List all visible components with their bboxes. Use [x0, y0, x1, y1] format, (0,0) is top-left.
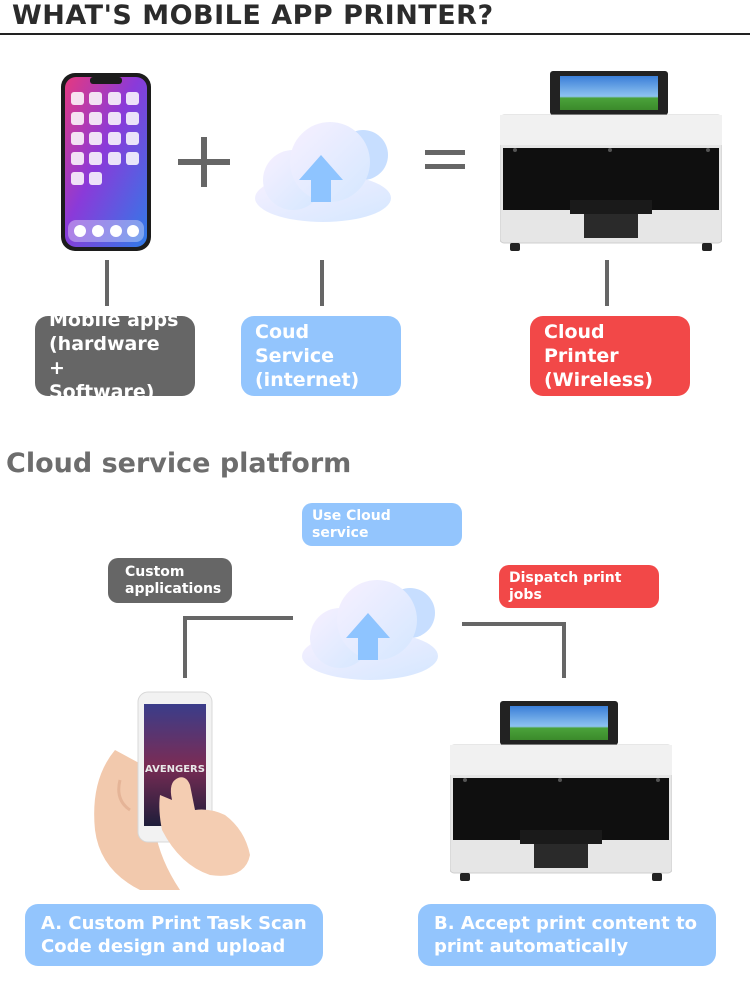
- plus-icon: [178, 137, 230, 187]
- printer-icon: [500, 70, 722, 252]
- use-cloud-service-pill: Use Cloud service: [302, 503, 462, 546]
- connector-line: [605, 260, 609, 306]
- custom-print-task-label: A. Custom Print Task Scan Code design an…: [25, 904, 323, 966]
- cloud-printer-label: Cloud Printer (Wireless): [530, 316, 690, 396]
- pill-text: Use Cloud service: [312, 507, 391, 541]
- page-title: WHAT'S MOBILE APP PRINTER?: [12, 0, 494, 31]
- box-line: B. Accept print content to: [434, 913, 697, 934]
- title-underline: [0, 33, 750, 35]
- equals-icon: [425, 150, 465, 170]
- connector-line: [105, 260, 109, 306]
- box-line: A. Custom Print Task Scan: [41, 913, 307, 934]
- custom-applications-pill: Custom applications: [108, 558, 232, 603]
- box-line: Mobile apps: [49, 309, 179, 331]
- connector-line: [320, 260, 324, 306]
- printer-icon: [450, 700, 672, 882]
- pill-text: Custom: [125, 563, 185, 580]
- box-line: Cloud Printer: [544, 321, 619, 367]
- mobile-apps-label: Mobile apps (hardware + Software): [35, 309, 195, 403]
- box-line: print automatically: [434, 936, 629, 957]
- pill-text: applications: [125, 580, 222, 597]
- box-line: (Wireless): [544, 369, 654, 391]
- section-title: Cloud service platform: [6, 448, 352, 479]
- box-line: (internet): [255, 369, 360, 391]
- box-line: (hardware +: [49, 333, 160, 379]
- movie-poster-title: AVENGERS: [145, 764, 205, 775]
- box-line: Software): [49, 381, 155, 403]
- cloud-upload-icon: [245, 110, 397, 225]
- connector-line: [183, 616, 293, 678]
- hand-holding-phone-icon: AVENGERS: [60, 690, 260, 890]
- box-line: Coud Service: [255, 321, 334, 367]
- cloud-upload-icon: [292, 568, 444, 683]
- smartphone-icon: [60, 72, 152, 252]
- dispatch-print-jobs-pill: Dispatch print jobs: [499, 565, 659, 608]
- pill-text: Dispatch print jobs: [509, 569, 622, 603]
- accept-print-content-label: B. Accept print content to print automat…: [418, 904, 716, 966]
- cloud-service-label: Coud Service (internet): [241, 316, 401, 396]
- connector-line: [462, 622, 566, 678]
- box-line: Code design and upload: [41, 936, 286, 957]
